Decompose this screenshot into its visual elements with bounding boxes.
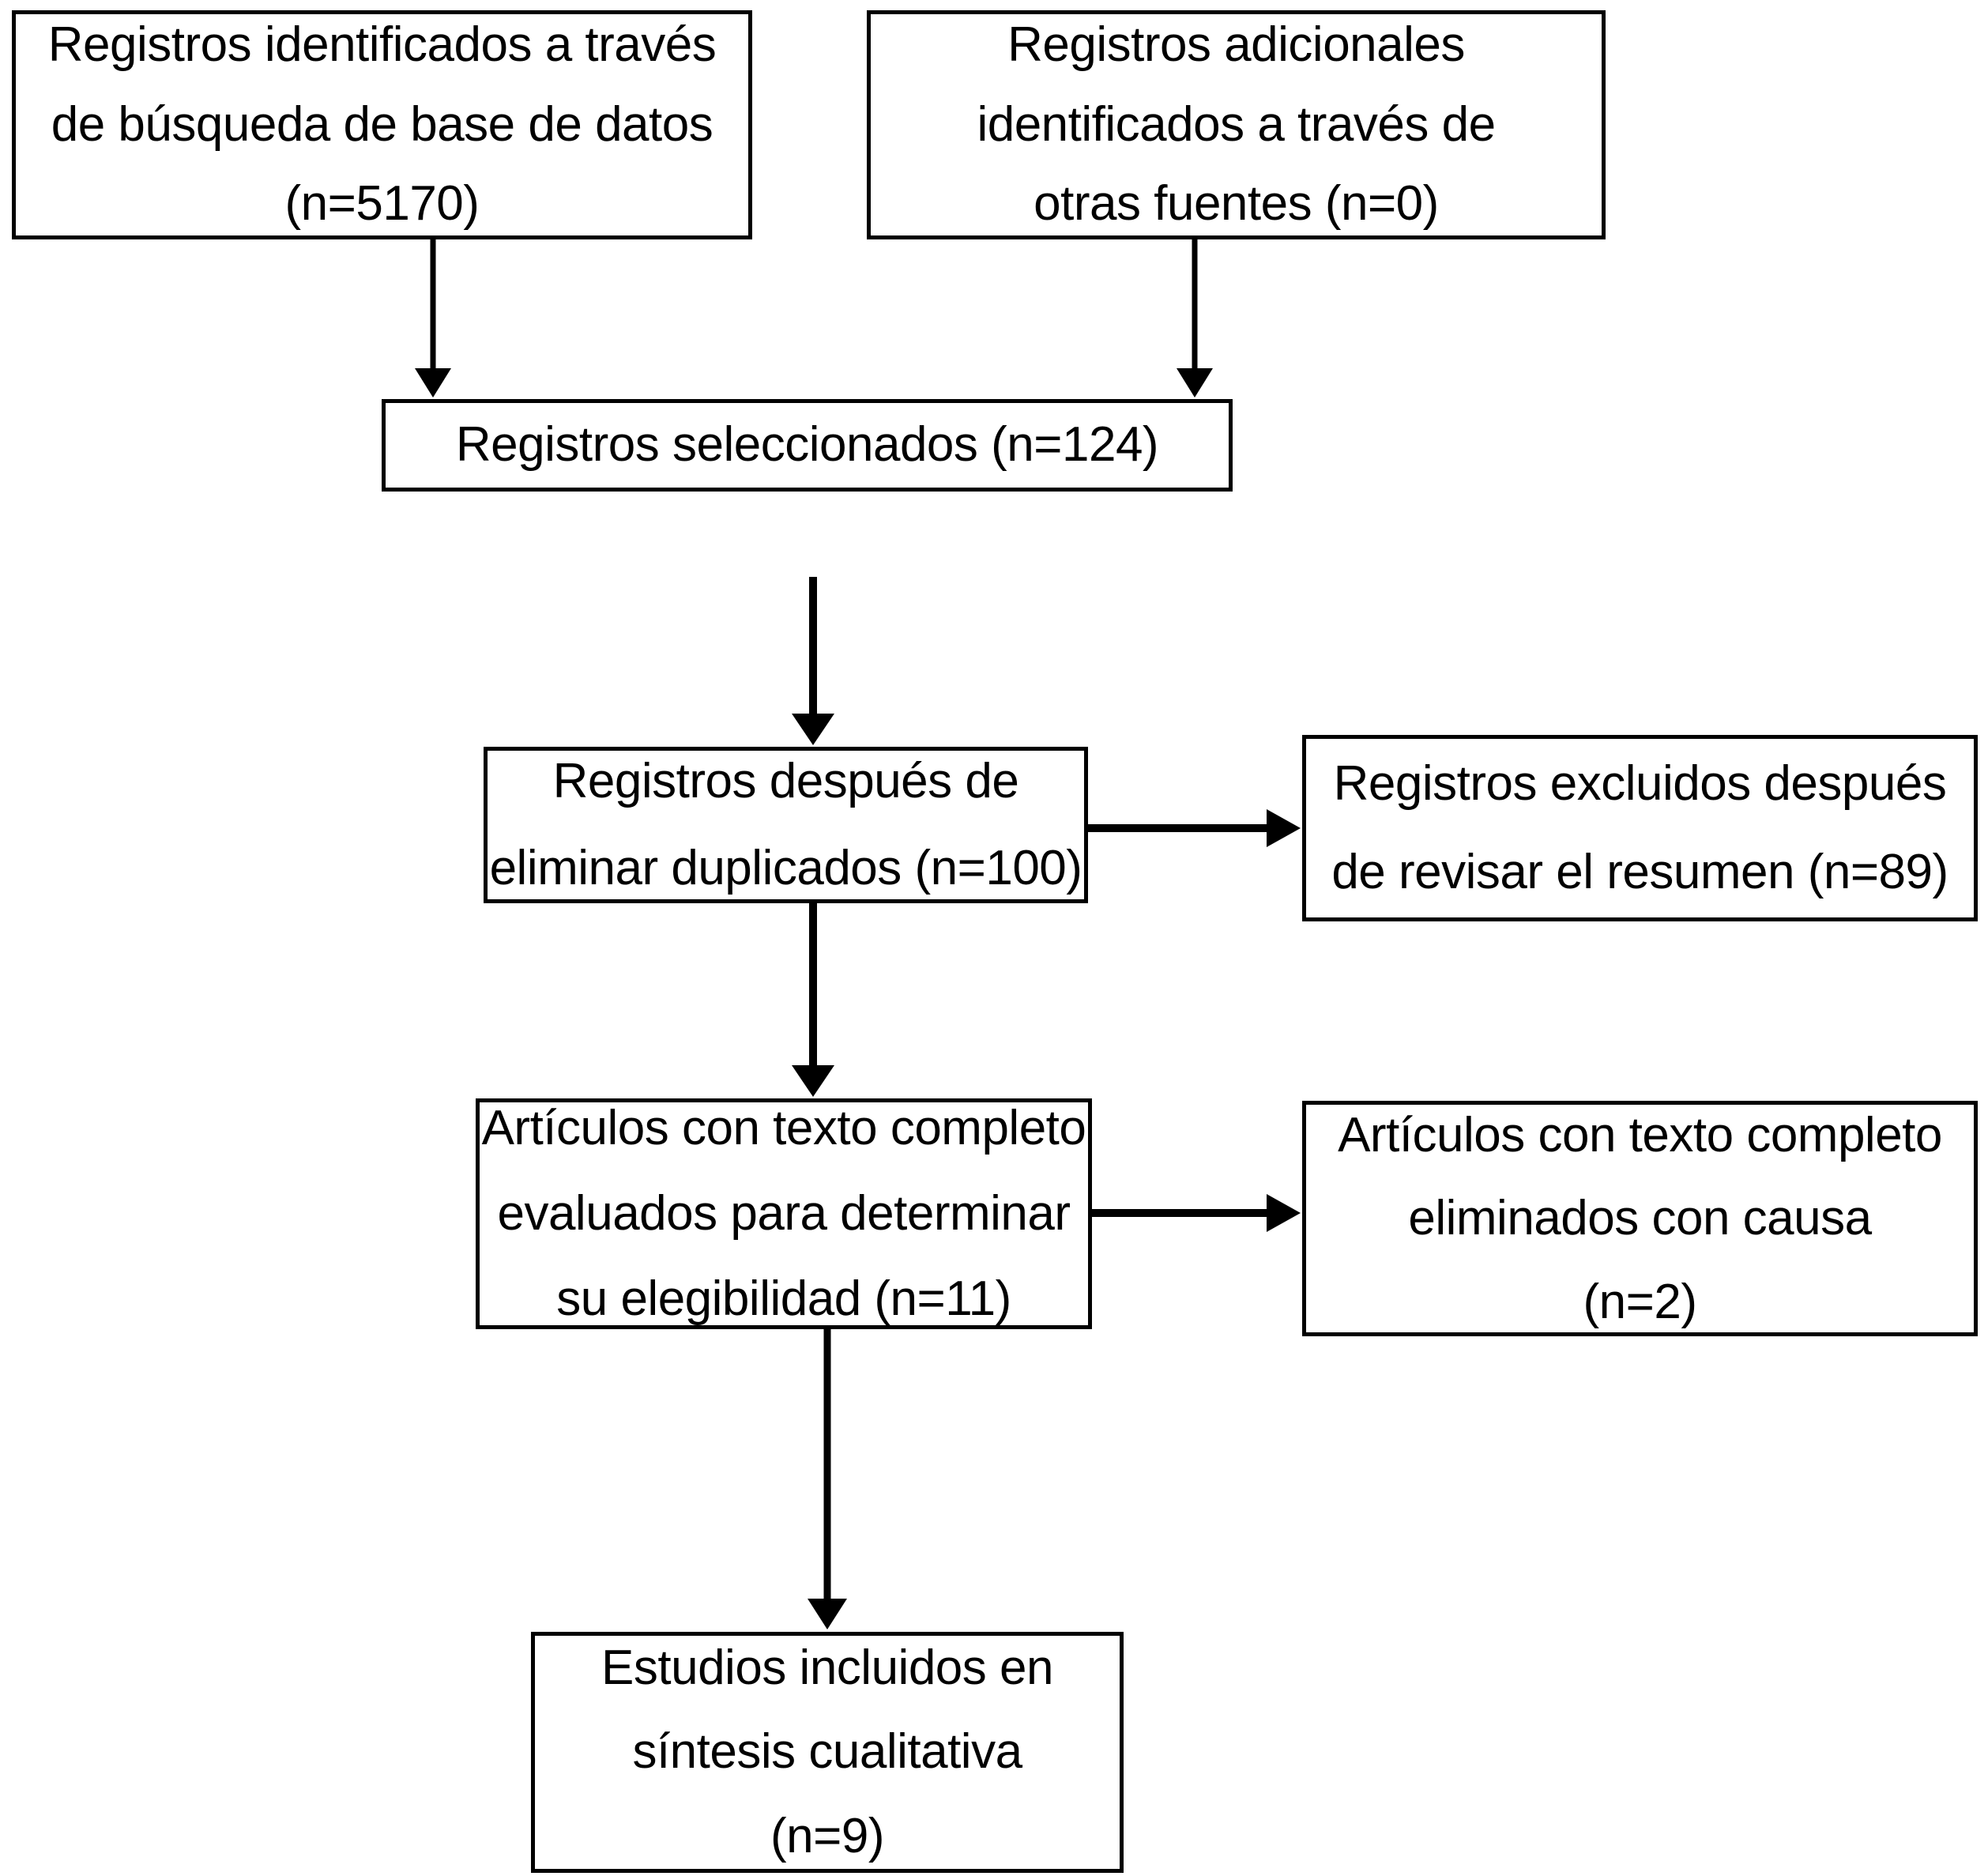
arrow-db-to-screened bbox=[415, 239, 451, 397]
box-identified-other-sources: Registros adicionales identificados a tr… bbox=[867, 10, 1606, 239]
box-studies-included-qualitative-synthesis-line-2: síntesis cualitativa bbox=[632, 1724, 1022, 1780]
box-identified-database-line-3: (n=5170) bbox=[284, 176, 480, 232]
arrow-dedup-to-excluded-abstract bbox=[1088, 809, 1301, 847]
box-identified-database: Registros identificados a través de búsq… bbox=[12, 10, 752, 239]
arrow-fulltext-to-excluded-full bbox=[1092, 1194, 1301, 1232]
box-identified-other-sources-line-3: otras fuentes (n=0) bbox=[1034, 176, 1439, 232]
box-fulltext-excluded-with-reason: Artículos con texto completo eliminados … bbox=[1302, 1101, 1978, 1336]
arrow-dedup-to-fulltext bbox=[792, 903, 834, 1097]
box-records-after-duplicates-removed-line-2: eliminar duplicados (n=100) bbox=[489, 841, 1082, 895]
arrow-screened-to-dedup bbox=[792, 577, 834, 745]
box-records-excluded-after-abstract-line-2: de revisar el resumen (n=89) bbox=[1331, 845, 1948, 899]
box-identified-database-line-1: Registros identificados a través bbox=[47, 17, 717, 73]
box-identified-database-line-2: de búsqueda de base de datos bbox=[51, 96, 713, 152]
box-studies-included-qualitative-synthesis-line-3: (n=9) bbox=[770, 1808, 884, 1863]
arrow-fulltext-to-included bbox=[808, 1329, 847, 1629]
box-records-excluded-after-abstract-line-1: Registros excluidos después bbox=[1333, 756, 1947, 812]
box-fulltext-excluded-with-reason-line-2: eliminados con causa bbox=[1408, 1191, 1872, 1246]
box-fulltext-assessed-eligibility-line-3: su elegibilidad (n=11) bbox=[556, 1271, 1011, 1326]
box-records-after-duplicates-removed: Registros después de eliminar duplicados… bbox=[484, 747, 1088, 903]
box-records-excluded-after-abstract: Registros excluidos después de revisar e… bbox=[1302, 735, 1978, 921]
box-fulltext-assessed-eligibility: Artículos con texto completo evaluados p… bbox=[476, 1098, 1092, 1329]
box-studies-included-qualitative-synthesis: Estudios incluidos en síntesis cualitati… bbox=[531, 1632, 1124, 1873]
box-identified-other-sources-line-2: identificados a través de bbox=[977, 96, 1496, 152]
box-fulltext-assessed-eligibility-line-1: Artículos con texto completo bbox=[481, 1101, 1086, 1156]
box-fulltext-assessed-eligibility-line-2: evaluados para determinar bbox=[497, 1186, 1071, 1241]
box-records-screened-line-1: Registros seleccionados (n=124) bbox=[455, 417, 1159, 473]
box-records-screened: Registros seleccionados (n=124) bbox=[382, 399, 1233, 492]
box-records-after-duplicates-removed-line-1: Registros después de bbox=[552, 753, 1019, 808]
arrow-other-to-screened bbox=[1177, 239, 1213, 397]
box-fulltext-excluded-with-reason-line-1: Artículos con texto completo bbox=[1338, 1107, 1942, 1162]
box-identified-other-sources-line-1: Registros adicionales bbox=[1007, 17, 1465, 73]
box-fulltext-excluded-with-reason-line-3: (n=2) bbox=[1583, 1274, 1697, 1329]
box-studies-included-qualitative-synthesis-line-1: Estudios incluidos en bbox=[601, 1640, 1053, 1695]
